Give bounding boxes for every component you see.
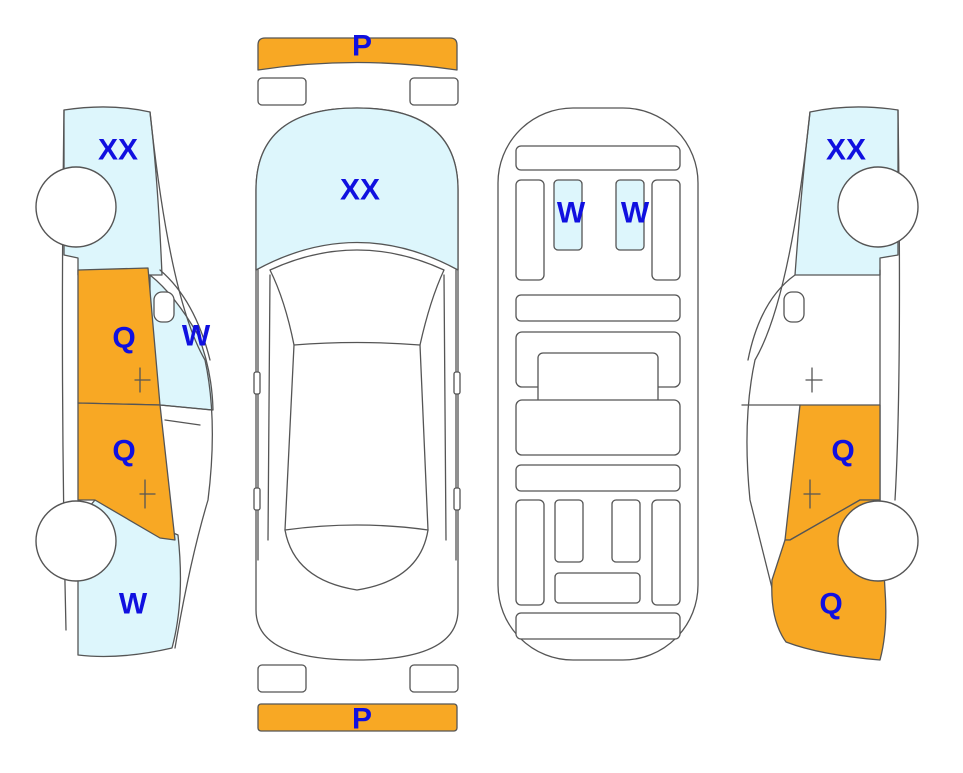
right-front-wheel [837,166,919,248]
left-front-wheel [35,166,117,248]
hood[interactable] [255,107,459,271]
label-hood: XX [340,174,380,207]
label-left-front-door: Q [112,322,135,355]
label-right-front-fender: XX [826,134,866,167]
left-rear-wheel [35,500,117,582]
front-bumper[interactable] [257,37,458,71]
label-left-rear-quarter: W [119,588,148,621]
interior-view: W W [497,107,699,661]
label-roof-left: W [557,197,586,230]
right-rear-wheel [837,500,919,582]
label-left-front-fender: XX [98,134,138,167]
top-view: P XX P [253,30,461,736]
roof-left-panel[interactable] [553,179,583,251]
label-front-bumper: P [352,30,372,63]
label-left-rear-door: Q [112,435,135,468]
left-side-view: XX Q W Q W [35,106,214,658]
label-right-rear-door: Q [831,435,854,468]
label-rear-bumper: P [352,703,372,736]
label-roof-right: W [621,197,650,230]
roof-right-panel[interactable] [615,179,645,251]
rear-bumper[interactable] [257,703,458,732]
label-right-rear-quarter: Q [819,588,842,621]
label-left-a-pillar: W [182,320,211,353]
right-side-view: XX Q Q [741,106,919,661]
